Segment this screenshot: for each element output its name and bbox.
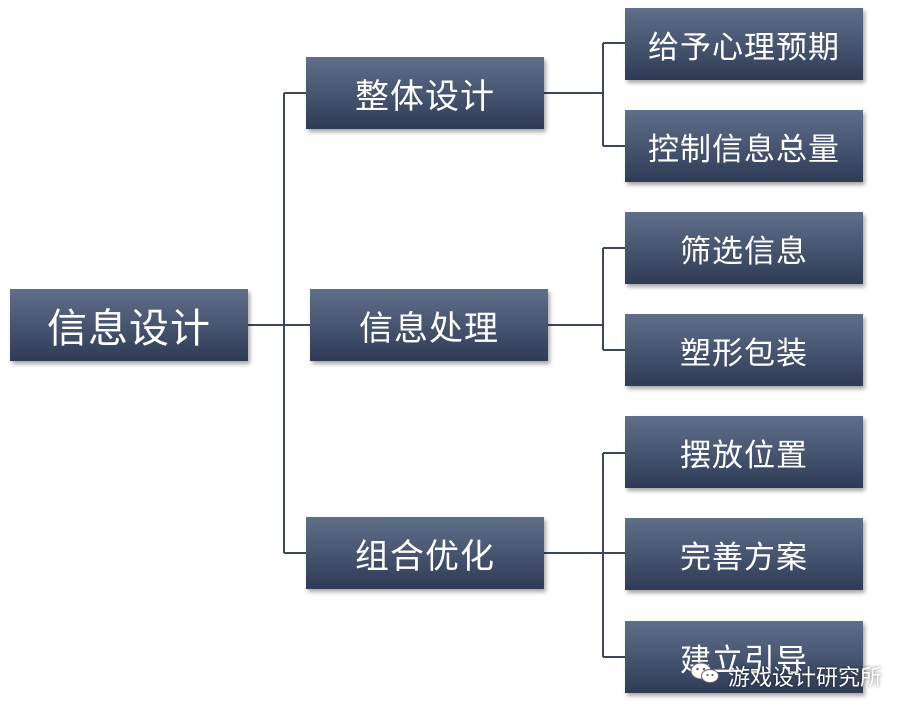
wechat-icon	[690, 661, 720, 691]
leaf-node-2-1: 筛选信息	[625, 212, 863, 284]
branch-node-3: 组合优化	[306, 517, 544, 589]
root-node: 信息设计	[10, 289, 248, 361]
leaf-node-3-1: 摆放位置	[625, 416, 863, 488]
branch-node-2: 信息处理	[310, 289, 548, 361]
leaf-node-1-1: 给予心理预期	[625, 8, 863, 80]
leaf-node-1-2: 控制信息总量	[625, 110, 863, 182]
leaf-node-2-2: 塑形包装	[625, 314, 863, 386]
watermark: 游戏设计研究所	[690, 660, 882, 692]
watermark-text: 游戏设计研究所	[727, 666, 882, 691]
leaf-node-3-2: 完善方案	[625, 518, 863, 590]
branch-node-1: 整体设计	[306, 57, 544, 129]
